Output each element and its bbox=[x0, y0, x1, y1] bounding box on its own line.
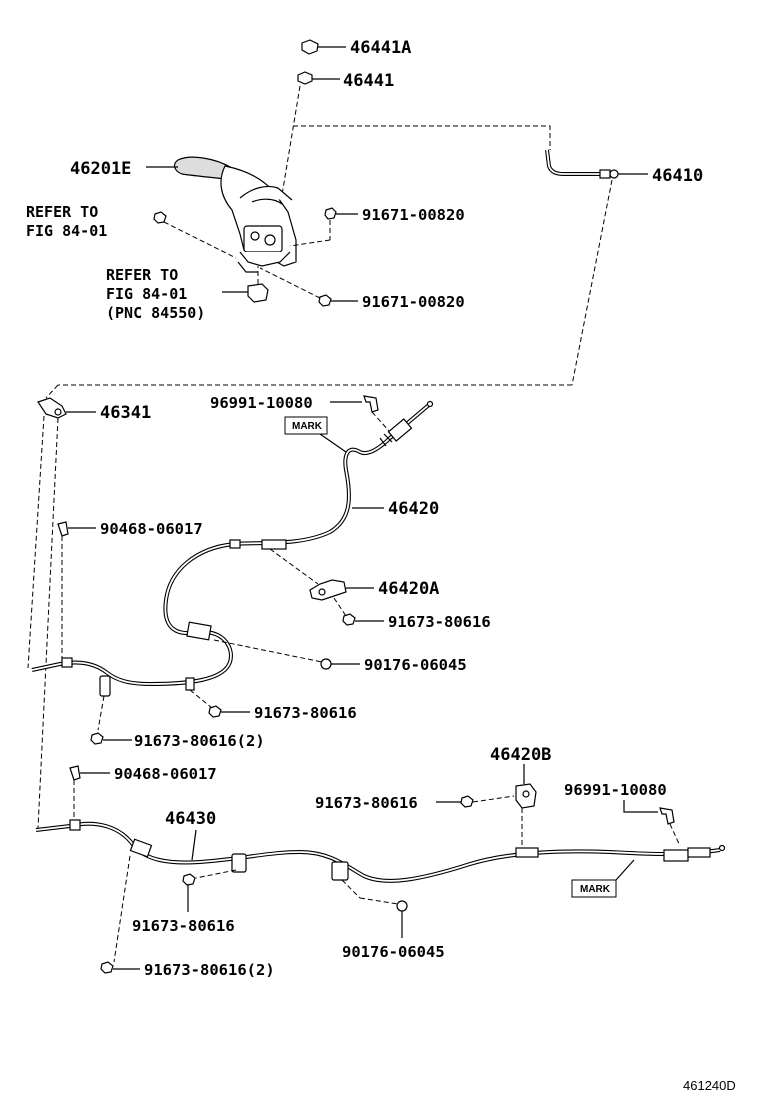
label-90176-b: 90176-06045 bbox=[342, 943, 445, 961]
bracket-46420A-icon bbox=[269, 548, 374, 617]
bracket-46420B-icon bbox=[515, 764, 537, 852]
label-91673-c: 91673-80616(2) bbox=[134, 732, 265, 750]
label-91671-b: 91671-00820 bbox=[362, 293, 465, 311]
nut-90176-a-icon bbox=[213, 639, 360, 670]
label-90176-a: 90176-06045 bbox=[364, 656, 467, 674]
nut-90176-b-icon bbox=[396, 900, 408, 938]
bolt-91673-b-icon bbox=[208, 705, 250, 718]
nut-46441-icon bbox=[297, 71, 340, 85]
bolt-91673-a-icon bbox=[342, 613, 384, 626]
bolt-91671-a-icon bbox=[289, 207, 358, 247]
label-90468-a: 90468-06017 bbox=[100, 520, 203, 538]
mark-box-b bbox=[571, 879, 617, 898]
label-91673-a: 91673-80616 bbox=[388, 613, 491, 631]
label-46441: 46441 bbox=[343, 71, 394, 91]
refer-text-2-line3: (PNC 84550) bbox=[106, 304, 205, 322]
label-46201E: 46201E bbox=[70, 159, 131, 179]
label-46430: 46430 bbox=[165, 809, 216, 829]
label-91673-b: 91673-80616 bbox=[254, 704, 357, 722]
diagram-code: 461240D bbox=[683, 1078, 736, 1093]
mark-text-a: MARK bbox=[292, 421, 323, 432]
label-46341: 46341 bbox=[100, 403, 151, 423]
label-46410: 46410 bbox=[652, 166, 703, 186]
mark-box-a bbox=[284, 416, 328, 435]
refer-text-1-line2: FIG 84-01 bbox=[26, 222, 107, 240]
label-46441A: 46441A bbox=[350, 38, 411, 58]
clip-96991-b-icon bbox=[623, 800, 681, 847]
refer-text-2-line1: REFER TO bbox=[106, 266, 178, 284]
lever-46201E-icon bbox=[146, 156, 297, 273]
bolt-91673-d-icon bbox=[436, 795, 515, 808]
rear-cable-46430-icon bbox=[35, 819, 726, 963]
clip-90468-a-icon bbox=[57, 521, 96, 660]
equalizer-area: 46341 96991-10080 MARK 46420 bbox=[27, 394, 491, 829]
refer-text-2-line2: FIG 84-01 bbox=[106, 285, 187, 303]
nut-46441A-icon bbox=[301, 39, 346, 55]
mark-text-b: MARK bbox=[580, 884, 611, 895]
label-91673-e: 91673-80616 bbox=[132, 917, 235, 935]
clip-96991-a-icon bbox=[330, 395, 391, 433]
refer-text-1-line1: REFER TO bbox=[26, 203, 98, 221]
lever-assembly: 46441A 46441 46201E REFER TO FIG 84-01 bbox=[26, 38, 703, 399]
label-91671-a: 91671-00820 bbox=[362, 206, 465, 224]
switch-ref-2-icon bbox=[222, 266, 269, 303]
label-90468-b: 90468-06017 bbox=[114, 765, 217, 783]
bolt-91673-c-icon bbox=[90, 732, 132, 745]
bolt-91671-b-icon bbox=[259, 267, 358, 307]
label-46420B: 46420B bbox=[490, 745, 551, 765]
label-96991-a: 96991-10080 bbox=[210, 394, 313, 412]
bolt-91673-e-icon bbox=[182, 873, 196, 912]
bolt-ref-1-icon bbox=[153, 211, 237, 259]
label-46420: 46420 bbox=[388, 499, 439, 519]
clip-90468-b-icon bbox=[69, 765, 110, 822]
front-cable-46410-icon bbox=[45, 149, 648, 399]
lower-cable-area: 90468-06017 46420B 91673-80616 96991-100… bbox=[35, 745, 726, 979]
label-96991-b: 96991-10080 bbox=[564, 781, 667, 799]
label-91673-f: 91673-80616(2) bbox=[144, 961, 275, 979]
bolt-91673-f-icon bbox=[100, 961, 140, 974]
clamp-lower-46420-icon bbox=[97, 675, 213, 731]
equalizer-46341-icon bbox=[27, 397, 96, 829]
label-91673-d: 91673-80616 bbox=[315, 794, 418, 812]
rear-cable-46420-icon bbox=[31, 400, 434, 687]
label-46420A: 46420A bbox=[378, 579, 439, 599]
